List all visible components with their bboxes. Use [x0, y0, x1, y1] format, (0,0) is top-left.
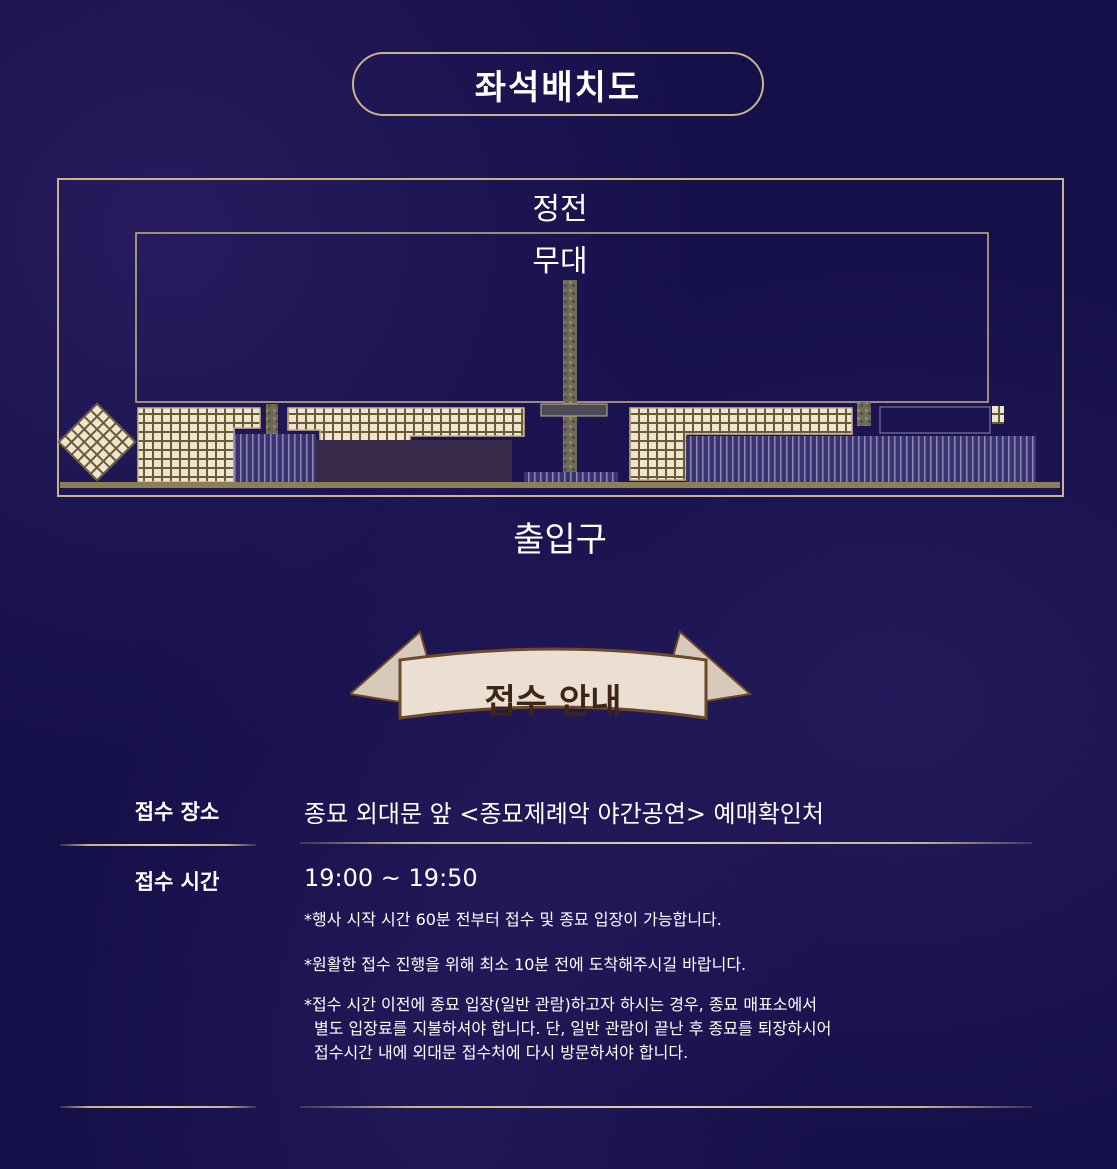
note-3-line-1: *접수 시간 이전에 종묘 입장(일반 관람)하고자 하시는 경우, 종묘 매표… [304, 995, 817, 1014]
divider-right-2 [300, 1106, 1032, 1108]
hall-label: 정전 [532, 192, 588, 227]
seating-chart-title: 좌석배치도 [474, 67, 642, 108]
note-3-line-3: 접수시간 내에 외대문 접수처에 다시 방문하셔야 합니다. [314, 1043, 689, 1062]
time-value: 19:00 ~ 19:50 [304, 864, 478, 892]
center-platform [540, 403, 608, 417]
note-2: *원활한 접수 진행을 위해 최소 10분 전에 도착해주시길 바랍니다. [304, 955, 747, 974]
divider-right-1 [300, 842, 1032, 844]
seat-block-right [629, 407, 853, 481]
right-small-seats [992, 406, 1004, 424]
diagonal-seat-block [57, 402, 137, 482]
place-value: 종묘 외대문 앞 <종묘제례악 야간공연> 예매확인처 [304, 800, 824, 828]
divider-left-2 [60, 1106, 256, 1108]
venue-outline [57, 178, 1064, 497]
divider-left-1 [60, 844, 256, 846]
ribbon-banner [350, 630, 753, 720]
right-enclosure [879, 406, 991, 434]
center-aisle [563, 280, 577, 478]
floor-area-center-left [316, 440, 512, 482]
note-3-line-2: 별도 입장료를 지불하셔야 합니다. 단, 일반 관람이 끝난 후 종묘를 퇴장… [314, 1019, 832, 1038]
place-label: 접수 장소 [134, 799, 220, 824]
bench-area-right [686, 436, 1036, 482]
stage-outline [135, 232, 989, 403]
entrance-label: 출입구 [513, 520, 607, 560]
bench-area-left [234, 434, 316, 484]
reception-title: 접수 안내 [484, 681, 622, 722]
time-label: 접수 시간 [134, 869, 220, 894]
ground-line [60, 482, 1060, 488]
left-pillar [266, 404, 278, 434]
right-pillar [857, 402, 871, 426]
seating-map [57, 178, 1064, 497]
seating-chart-title-frame: 좌석배치도 [352, 52, 764, 116]
stage-label: 무대 [532, 244, 588, 279]
note-3: *접수 시간 이전에 종묘 입장(일반 관람)하고자 하시는 경우, 종묘 매표… [304, 993, 831, 1065]
note-1: *행사 시작 시간 60분 전부터 접수 및 종묘 입장이 가능합니다. [304, 910, 722, 929]
